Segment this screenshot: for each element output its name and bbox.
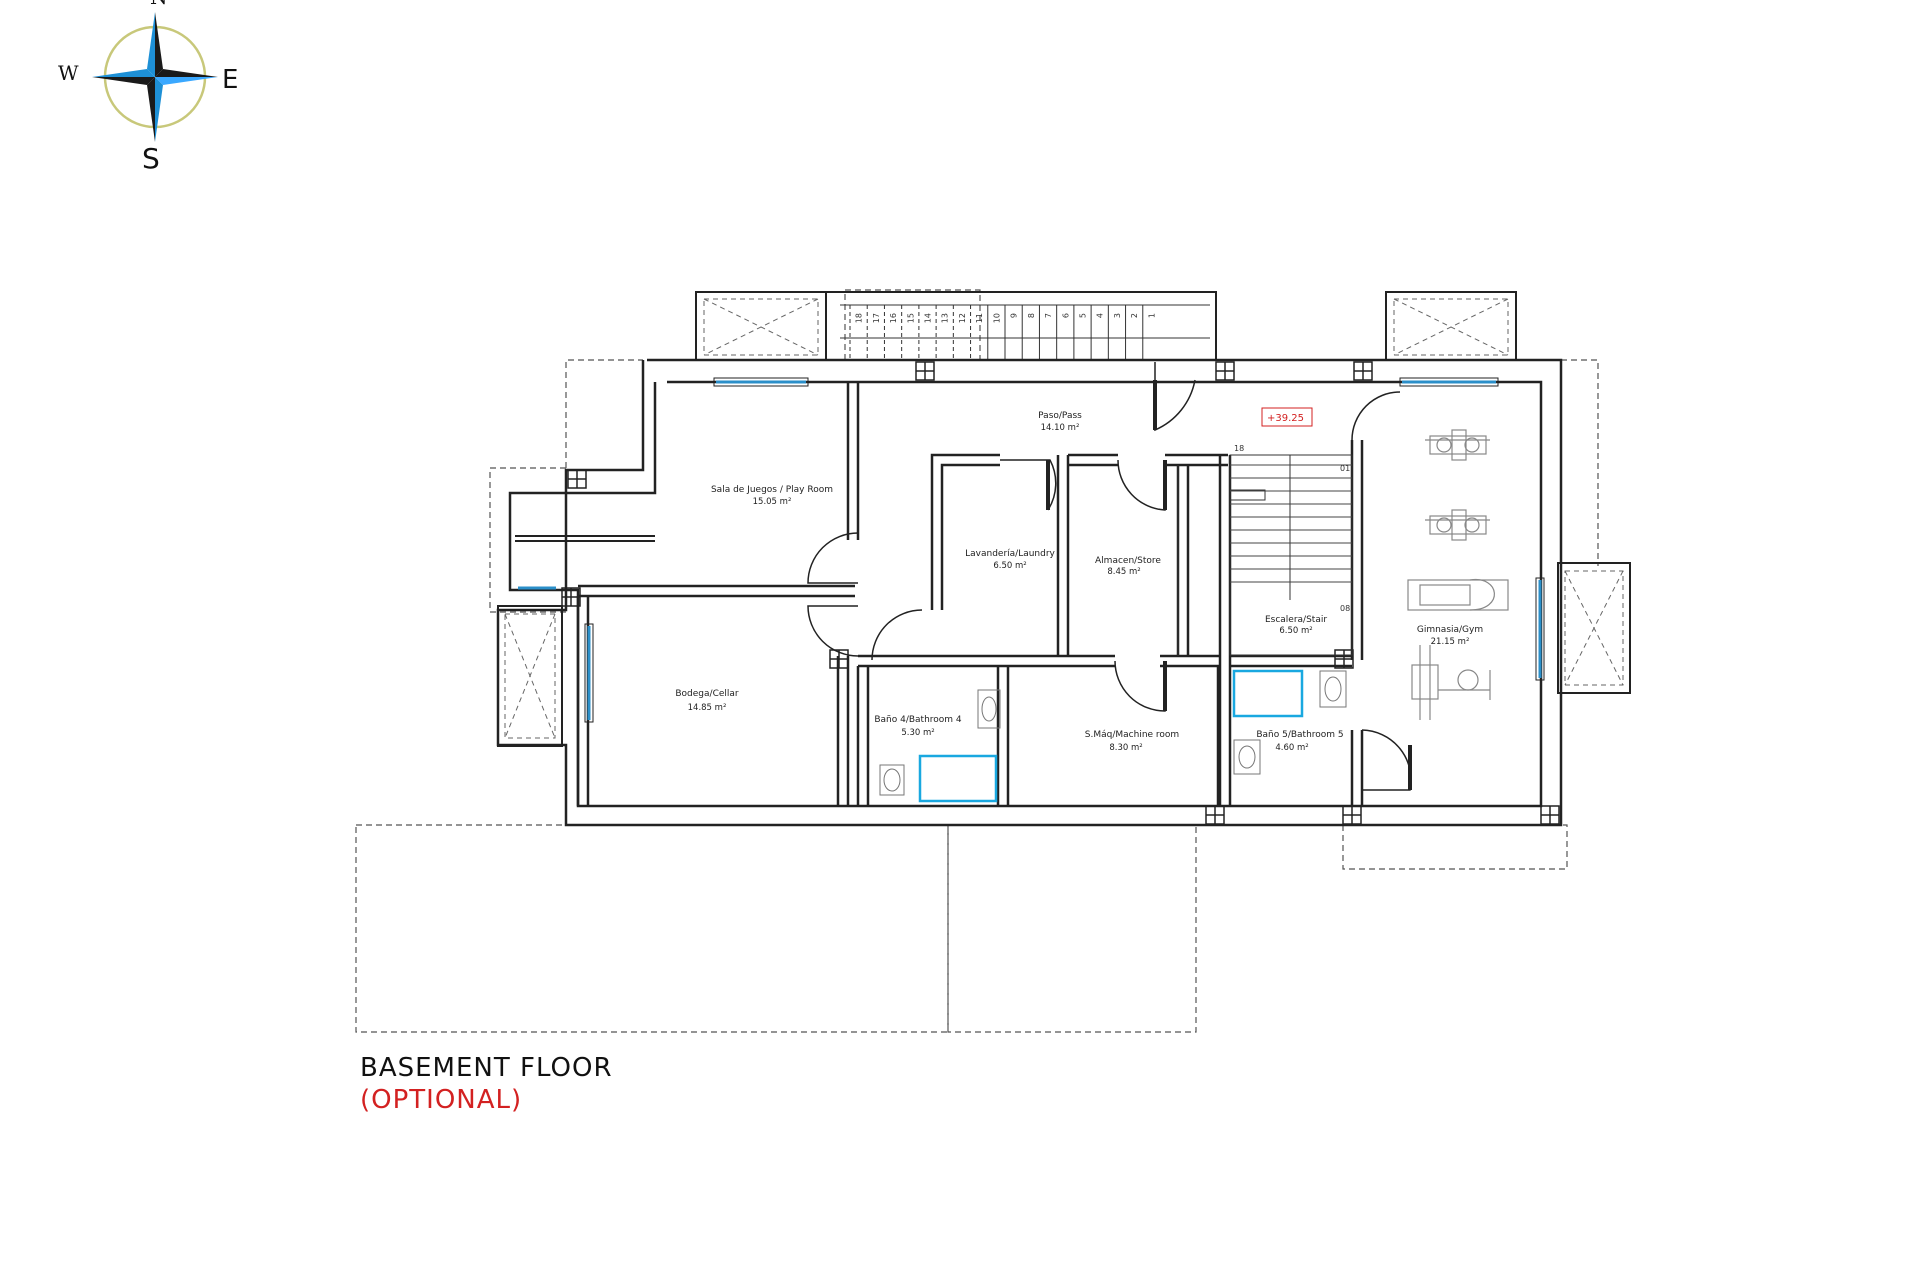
stair-mark-landing: 08 bbox=[1340, 604, 1350, 613]
door-swing-bath4 bbox=[871, 609, 923, 661]
compass-west-label: W bbox=[58, 61, 79, 85]
external-stair-number: 18 bbox=[855, 313, 864, 323]
dashed-outlines bbox=[355, 289, 1599, 1033]
room-area-bathroom4: 5.30 m² bbox=[901, 728, 934, 738]
external-stair-number: 6 bbox=[1061, 313, 1070, 318]
treadmill bbox=[1407, 578, 1509, 611]
external-stair-number: 10 bbox=[992, 313, 1001, 323]
room-area-stair: 6.50 m² bbox=[1279, 626, 1312, 636]
room-name-gym: Gimnasia/Gym bbox=[1417, 625, 1483, 635]
washbasin-bath5 bbox=[1319, 670, 1347, 708]
outer-walls bbox=[496, 358, 1563, 827]
plan-subtitle: (OPTIONAL) bbox=[360, 1085, 522, 1115]
external-stair-number: 12 bbox=[958, 313, 967, 323]
washbasin-bath4 bbox=[977, 689, 1001, 729]
sanitary-fixtures bbox=[879, 670, 1347, 796]
inner-wall bbox=[508, 380, 1543, 808]
door-swing-laundry bbox=[1000, 459, 1057, 511]
room-area-store: 8.45 m² bbox=[1107, 567, 1140, 577]
gym-equipment bbox=[1407, 429, 1509, 720]
room-area-gym: 21.15 m² bbox=[1431, 637, 1470, 647]
room-area-cellar: 14.85 m² bbox=[688, 703, 727, 713]
room-labels: Paso/Pass 14.10 m² Sala de Juegos / Play… bbox=[675, 411, 1483, 753]
room-area-laundry: 6.50 m² bbox=[993, 561, 1026, 571]
door-swing-store bbox=[1117, 459, 1166, 511]
external-stair-number: 5 bbox=[1079, 313, 1088, 318]
external-stair-number: 4 bbox=[1096, 313, 1105, 318]
light-wells bbox=[497, 291, 1631, 747]
external-stair-number: 16 bbox=[889, 313, 898, 323]
interior-stair bbox=[1177, 454, 1353, 656]
room-name-store: Almacen/Store bbox=[1095, 556, 1161, 566]
toilet-bath4 bbox=[879, 764, 905, 796]
door-swing-pass-north bbox=[1154, 362, 1196, 432]
outer-wall bbox=[496, 358, 1563, 827]
toilet-bath5 bbox=[1233, 739, 1261, 775]
external-stair-number: 1 bbox=[1147, 313, 1156, 318]
structural-columns bbox=[561, 361, 1560, 825]
plan-title: BASEMENT FLOOR bbox=[360, 1053, 613, 1083]
shower-trays bbox=[918, 669, 1304, 803]
light-well-east bbox=[1557, 562, 1631, 694]
interior-walls bbox=[576, 382, 1364, 806]
room-area-bathroom5: 4.60 m² bbox=[1275, 743, 1308, 753]
weight-bench bbox=[1411, 645, 1491, 720]
stair-mark-last: 18 bbox=[1234, 444, 1244, 453]
level-marker: +39.25 bbox=[1261, 407, 1313, 427]
external-stair-outline bbox=[844, 289, 981, 361]
external-stair-number: 17 bbox=[872, 313, 881, 323]
room-name-stair: Escalera/Stair bbox=[1265, 615, 1327, 625]
gym-machine-1 bbox=[1425, 429, 1490, 461]
light-well-north-west bbox=[695, 291, 827, 361]
shower-tray-bath4 bbox=[918, 754, 998, 803]
external-stair-number: 15 bbox=[906, 313, 915, 323]
garden-area-right bbox=[947, 824, 1197, 1033]
door-swing-bath5 bbox=[1361, 729, 1412, 791]
door-swing-machine-room bbox=[1114, 660, 1166, 712]
terrace-outline-southeast bbox=[1342, 824, 1568, 870]
external-stair-number: 14 bbox=[924, 313, 933, 323]
door-swing-cellar bbox=[807, 605, 859, 657]
room-name-bathroom5: Baño 5/Bathroom 5 bbox=[1256, 730, 1343, 740]
room-name-bathroom4: Baño 4/Bathroom 4 bbox=[874, 715, 962, 725]
room-area-play-room: 15.05 m² bbox=[753, 497, 792, 507]
room-name-play-room: Sala de Juegos / Play Room bbox=[711, 485, 833, 495]
stair-mark-first: 01 bbox=[1340, 464, 1350, 473]
room-area-machine-room: 8.30 m² bbox=[1109, 743, 1142, 753]
interior-stair-treads bbox=[1230, 464, 1352, 583]
gym-machine-2 bbox=[1425, 509, 1490, 541]
compass-west-point bbox=[92, 77, 155, 85]
room-name-cellar: Bodega/Cellar bbox=[675, 689, 739, 699]
door-leaves bbox=[1046, 380, 1412, 790]
level-marker-text: +39.25 bbox=[1267, 413, 1304, 424]
room-name-pass: Paso/Pass bbox=[1038, 411, 1082, 421]
external-stair-number: 7 bbox=[1044, 313, 1053, 318]
room-name-laundry: Lavandería/Laundry bbox=[965, 549, 1055, 559]
door-swing-gym-north bbox=[1351, 391, 1401, 441]
compass-east-point bbox=[155, 69, 218, 77]
external-stair-number: 9 bbox=[1010, 313, 1019, 318]
external-stair-number: 8 bbox=[1027, 313, 1036, 318]
compass-south-point bbox=[147, 77, 155, 142]
light-well-north-east bbox=[1385, 291, 1517, 361]
compass-north-point bbox=[155, 12, 163, 77]
compass-north-label: N bbox=[150, 0, 168, 9]
garden-area-left bbox=[355, 824, 949, 1033]
compass-east-label: E bbox=[222, 65, 238, 95]
external-stair-number: 3 bbox=[1113, 313, 1122, 318]
external-stair-number: 2 bbox=[1130, 313, 1139, 318]
external-stair-treads bbox=[849, 305, 1144, 360]
shower-tray-bath5 bbox=[1232, 669, 1304, 718]
external-stair-number: 13 bbox=[941, 313, 950, 323]
compass-rose: N S E W bbox=[58, 0, 238, 175]
external-stair-number: 11 bbox=[975, 313, 984, 323]
room-area-pass: 14.10 m² bbox=[1041, 423, 1080, 433]
compass-south-label: S bbox=[142, 142, 160, 175]
windows bbox=[518, 380, 1542, 720]
external-stair-numbers: 18 17 16 15 14 13 12 11 10 9 8 7 6 5 4 3 2 1 bbox=[855, 313, 1157, 323]
door-swing-play-room bbox=[807, 532, 859, 584]
room-name-machine-room: S.Máq/Machine room bbox=[1085, 730, 1179, 740]
